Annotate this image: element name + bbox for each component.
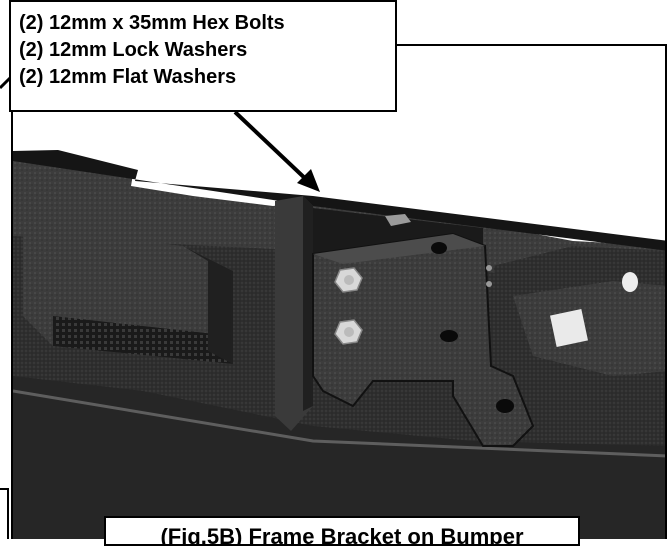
hardware-line-lock-washers: (2) 12mm Lock Washers: [19, 39, 248, 61]
hardware-line-bolts: (2) 12mm x 35mm Hex Bolts: [19, 12, 285, 34]
hardware-line-flat-washers: (2) 12mm Flat Washers: [19, 66, 237, 88]
bumper-top-rim: [13, 150, 665, 251]
hex-bolt-upper: [334, 267, 363, 293]
bumper-photo: [11, 44, 667, 539]
bumper-illustration: [13, 150, 665, 539]
figure-caption: (Fig.5B) Frame Bracket on Bumper: [104, 516, 580, 546]
round-hole: [622, 272, 638, 292]
square-plug: [550, 309, 588, 347]
hardware-callout-box: (2) 12mm x 35mm Hex Bolts (2) 12mm Lock …: [9, 0, 397, 112]
corner-frame-edge: [0, 488, 9, 539]
hex-bolt-lower: [334, 319, 363, 345]
